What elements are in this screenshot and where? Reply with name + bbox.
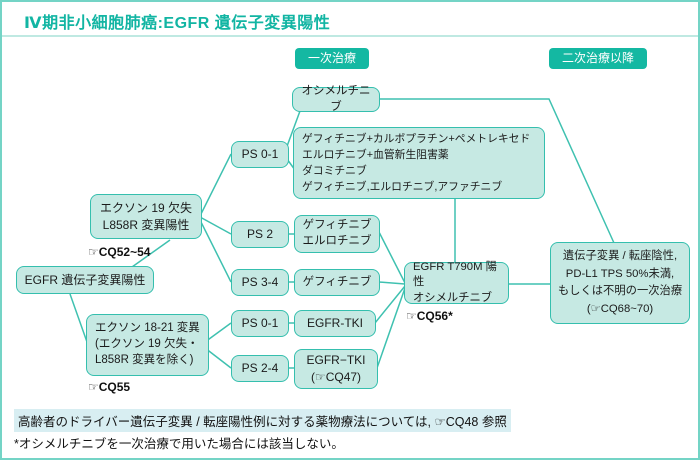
connector-line — [285, 110, 301, 150]
stage-label-first-line: 一次治療 — [295, 48, 370, 69]
connector-line — [199, 153, 232, 217]
page-title: Ⅳ期非小細胞肺癌:EGFR 遺伝子変異陽性 — [24, 15, 331, 32]
node-ps-0-1-upper: PS 0-1 — [231, 141, 289, 168]
node-t790m-osimertinib: EGFR T790M 陽性 オシメルチニブ — [404, 261, 509, 304]
connector-line — [378, 231, 406, 284]
node-ps-2: PS 2 — [231, 221, 289, 248]
node-egfr-tki-lower-cq47: EGFR−TKI (☞CQ47) — [294, 349, 378, 389]
footer-asterisk-note: *オシメルチニブを一次治療で用いた場合には該当しない。 — [14, 437, 344, 451]
node-exon19-deletion-l858r: エクソン 19 欠失 L858R 変異陽性 — [90, 194, 202, 239]
node-exon18-21-mutation: エクソン 18-21 変異 (エクソン 19 欠失・ L858R 変異を除く) — [86, 314, 209, 376]
node-second-line-treatment: 遺伝子変異 / 転座陰性, PD-L1 TPS 50%未満, もしくは不明の一次… — [550, 242, 690, 324]
connector-line — [199, 219, 232, 283]
node-ps-2-4: PS 2-4 — [231, 355, 289, 382]
title-divider — [2, 35, 698, 37]
connector-line — [374, 285, 406, 324]
stage-label-second-line: 二次治療以降 — [549, 48, 648, 69]
connector-line — [131, 239, 171, 268]
connector-line — [199, 216, 232, 235]
connector-line — [378, 281, 406, 285]
node-osimertinib: オシメルチニブ — [292, 85, 380, 113]
footer-elderly-note: 高齢者のドライバー遺伝子変異 / 転座陽性例に対する薬物療法については, ☞CQ… — [14, 409, 511, 432]
node-egfr-tki-upper: EGFR-TKI — [294, 310, 376, 337]
connector-line — [204, 322, 232, 343]
node-ps-0-1-lower: PS 0-1 — [231, 310, 289, 337]
connector-line — [204, 347, 232, 369]
node-ps-3-4: PS 3-4 — [231, 269, 289, 296]
node-gefitinib: ゲフィチニブ — [294, 269, 380, 296]
node-gefitinib-erlotinib: ゲフィチニブ エルロチニブ — [294, 215, 380, 253]
connector-line — [376, 287, 406, 369]
note-cq52-54: ☞CQ52~54 — [88, 245, 151, 259]
node-egfr-mutation-positive: EGFR 遺伝子変異陽性 — [16, 266, 154, 294]
connector-line — [379, 98, 615, 244]
connector-line — [69, 293, 88, 343]
node-first-line-regimens: ゲフィチニブ+カルボプラチン+ペメトレキセド エルロチニブ+血管新生阻害薬 ダコ… — [293, 127, 545, 199]
note-cq56: ☞CQ56* — [406, 309, 453, 323]
note-cq55: ☞CQ55 — [88, 380, 131, 394]
